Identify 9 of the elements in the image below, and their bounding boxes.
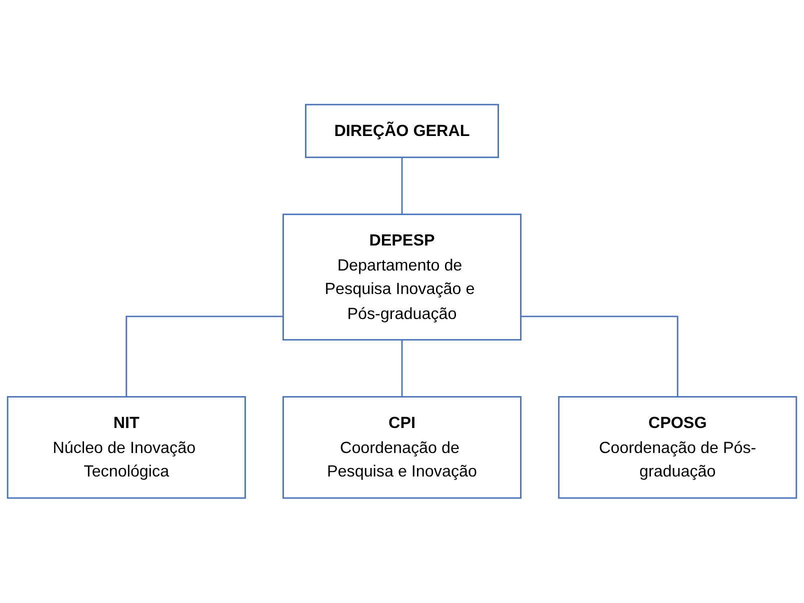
node-box: NIT Núcleo de Inovação Tecnológica: [6, 396, 246, 499]
connector: [126, 316, 284, 397]
node-box: DEPESP Departamento de Pesquisa Inovação e Pós-graduação: [282, 214, 522, 341]
node-box: CPI Coordenação de Pesquisa e Inovação: [282, 396, 522, 499]
connector: [520, 316, 678, 397]
connector: [401, 156, 403, 215]
connector: [401, 339, 403, 397]
node-box: DIREÇÃO GERAL: [305, 104, 499, 158]
node-box: CPOSG Coordenação de Pós-graduação: [558, 396, 798, 499]
